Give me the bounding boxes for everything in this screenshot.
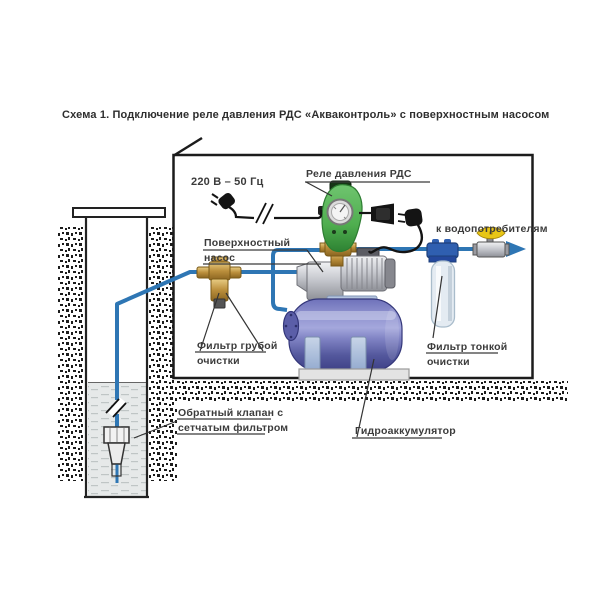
pump-motor (340, 255, 388, 292)
pump-fan-cover (384, 258, 396, 289)
check-valve-label-line2: сетчатым фильтром (178, 422, 289, 434)
accumulator-label: Гидроаккумулятор (355, 425, 456, 437)
power-plug-icon (210, 192, 235, 210)
relay-gauge (326, 198, 354, 226)
coarse-filter-icon (196, 256, 242, 309)
pipe-break-icon (105, 397, 127, 418)
well-cover (72, 207, 166, 218)
surface-pump-label-line1: Поверхностный (204, 237, 291, 249)
check-valve-icon (103, 426, 130, 483)
roof-line (172, 136, 203, 158)
fine-filter-icon (426, 239, 459, 328)
relay-label: Реле давления РДС (306, 168, 412, 180)
surface-pump-label-line2: насос (204, 252, 236, 264)
pressure-relay-icon (318, 180, 363, 253)
tank-foot (350, 336, 367, 372)
label-underlines (177, 181, 498, 439)
fine-filter-label-line1: Фильтр тонкой (427, 341, 508, 353)
tank-platform (298, 368, 410, 381)
cord-break-icon (255, 200, 274, 225)
tank-foot (304, 336, 321, 372)
consumers-label: к водопотребителям (436, 223, 548, 235)
pump-power-cable (367, 224, 423, 254)
coarse-filter-label-line1: Фильтр грубой (197, 340, 278, 352)
suction-pipe (115, 270, 308, 427)
coarse-filter-label-line2: очистки (197, 355, 240, 367)
fine-filter-label-line2: очистки (427, 356, 470, 368)
diagram-title: Схема 1. Подключение реле давления РДС «… (62, 109, 550, 121)
leader-lines (133, 181, 443, 439)
check-valve-label-line1: Обратный клапан с (178, 407, 284, 419)
ball-valve-icon (472, 226, 510, 258)
pump-plug-icon (397, 208, 423, 227)
tank-flange (282, 310, 300, 342)
power-cord (228, 206, 323, 220)
pump-head (306, 261, 344, 301)
flow-arrow-icon (506, 241, 526, 257)
accumulator-tank-icon (282, 295, 410, 381)
surface-pump-icon (296, 247, 396, 301)
socket-connector-icon (371, 203, 394, 225)
power-label: 220 В – 50 Гц (191, 176, 264, 188)
